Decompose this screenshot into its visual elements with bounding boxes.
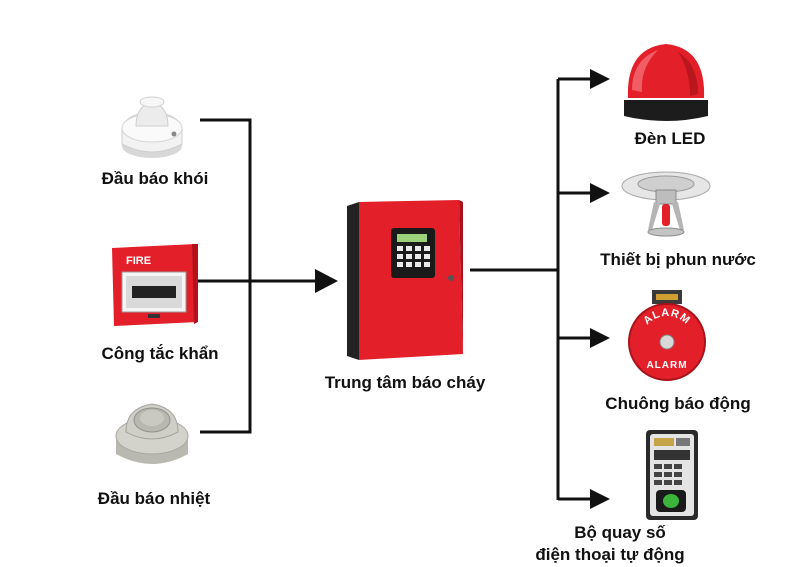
smoke-detector-icon [121,96,183,158]
smoke-detector-label: Đầu báo khói [101,169,209,188]
sprinkler-label: Thiết bị phun nước [600,250,756,269]
auto-dialer-label-line1: Bộ quay số [574,523,666,542]
fire-manual-call-point-icon: FIRE [112,244,198,326]
bell-alarm-text: ALARM [641,307,691,327]
alarm-bell-label: Chuông báo động [605,394,751,413]
svg-text:ALARM: ALARM [641,307,692,327]
call-point-label: Công tắc khẩn [101,344,219,363]
call-point-fire-text: FIRE [126,255,151,267]
bell-alarm-text-bottom: ALARM [646,360,687,371]
arrow-to-sprinkler [590,183,610,203]
sprinkler-head-icon [621,171,711,237]
arrow-to-panel [315,269,338,293]
arrow-to-led [590,69,610,89]
arrow-to-dialer [590,489,610,509]
fire-alarm-control-panel-icon [347,200,463,360]
red-beacon-light-icon [624,44,708,121]
heat-detector-label: Đầu báo nhiệt [97,489,211,508]
led-label: Đèn LED [634,129,706,148]
heat-detector-icon [115,403,189,464]
auto-dialer-label-line2: điện thoại tự động [535,545,685,564]
control-panel-label: Trung tâm báo cháy [324,373,486,392]
alarm-bell-icon: ALARM ALARM [628,290,706,381]
auto-dialer-keypad-icon [646,430,698,520]
arrow-to-bell [590,328,610,348]
input-line-smoke [200,118,252,434]
